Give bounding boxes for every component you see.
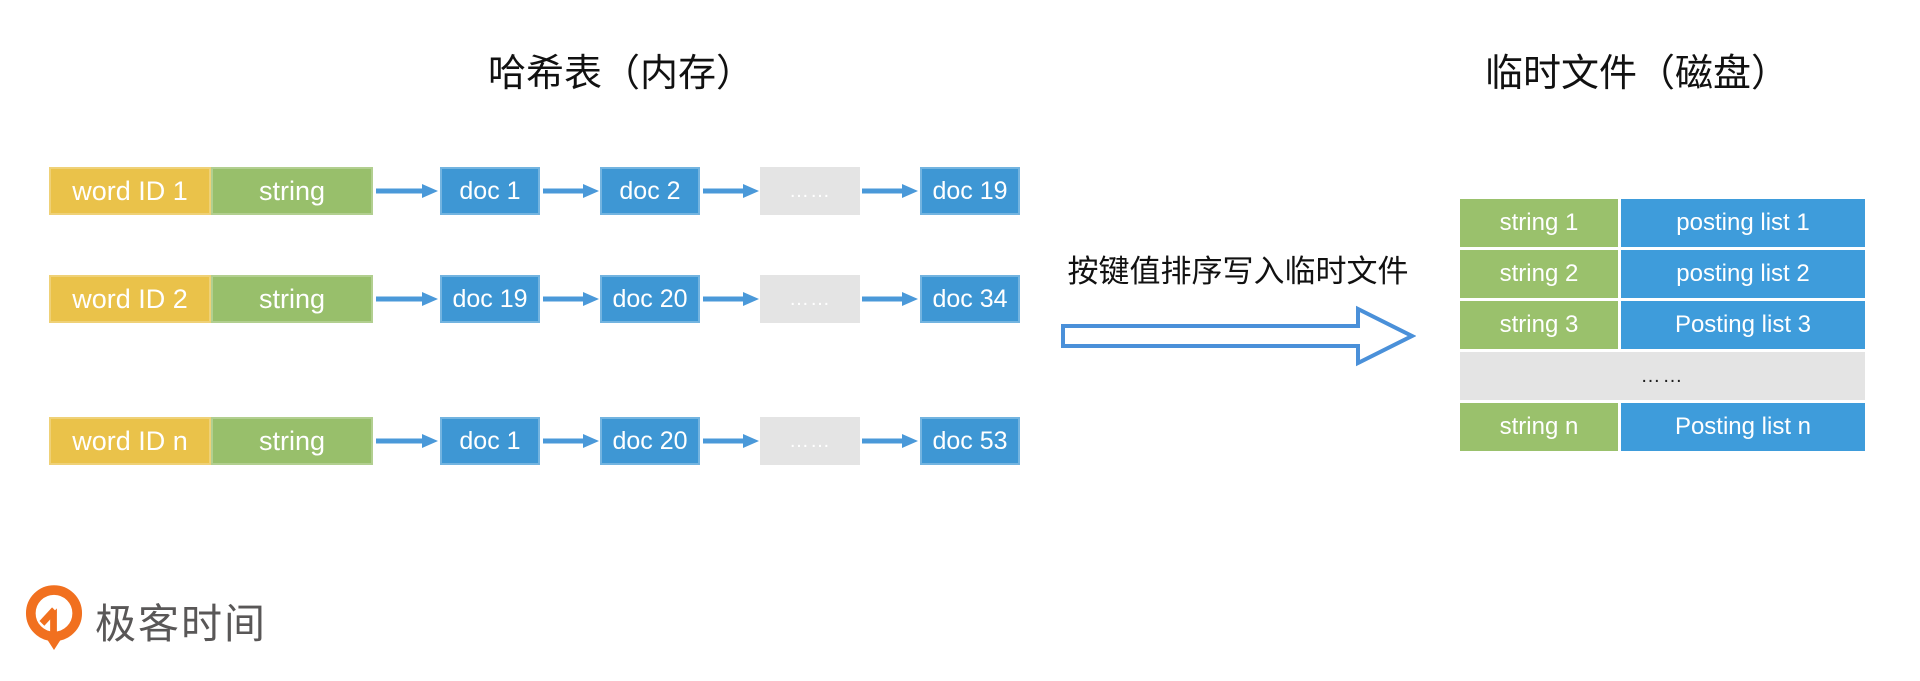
word-id-cell: word ID n: [49, 417, 211, 465]
temp-file-ellipsis-row: ……: [1460, 352, 1865, 400]
string-cell: string: [211, 417, 373, 465]
temp-file-row: string 3 Posting list 3: [1460, 301, 1865, 349]
posting-list-cell: Posting list 3: [1621, 301, 1865, 349]
string-key-cell: string 1: [1460, 199, 1618, 247]
string-key-cell: string n: [1460, 403, 1618, 451]
link-arrow-icon: [376, 434, 438, 448]
geektime-logo: 极客时间: [25, 584, 267, 656]
ellipsis-cell: ……: [1460, 352, 1865, 400]
doc-node: doc 2: [600, 167, 700, 215]
link-arrow-icon: [862, 184, 918, 198]
hash-table-row: word ID 2 string doc 19 doc 20 …… doc 34: [0, 275, 1040, 323]
word-id-cell: word ID 1: [49, 167, 211, 215]
string-key-cell: string 3: [1460, 301, 1618, 349]
geektime-pin-icon: [25, 585, 83, 650]
temp-file-title: 临时文件（磁盘）: [1485, 53, 1790, 95]
posting-list-cell: Posting list n: [1621, 403, 1865, 451]
doc-node: doc 20: [600, 417, 700, 465]
link-arrow-icon: [703, 184, 759, 198]
string-cell: string: [211, 167, 373, 215]
geektime-logo-text: 极客时间: [95, 601, 267, 647]
doc-node: doc 53: [920, 417, 1020, 465]
ellipsis-node: ……: [760, 167, 860, 215]
link-arrow-icon: [862, 292, 918, 306]
ellipsis-node: ……: [760, 275, 860, 323]
doc-node: doc 20: [600, 275, 700, 323]
doc-node: doc 1: [440, 167, 540, 215]
temp-file-row: string 2 posting list 2: [1460, 250, 1865, 298]
temp-file-row: string 1 posting list 1: [1460, 199, 1865, 247]
temp-file-row: string n Posting list n: [1460, 403, 1865, 451]
link-arrow-icon: [543, 434, 599, 448]
hash-table-row: word ID n string doc 1 doc 20 …… doc 53: [0, 417, 1040, 465]
posting-list-cell: posting list 2: [1621, 250, 1865, 298]
posting-list-cell: posting list 1: [1621, 199, 1865, 247]
flow-arrow-icon: [1061, 305, 1416, 367]
link-arrow-icon: [703, 292, 759, 306]
temp-file-table: string 1 posting list 1 string 2 posting…: [1460, 199, 1865, 454]
ellipsis-node: ……: [760, 417, 860, 465]
link-arrow-icon: [376, 292, 438, 306]
link-arrow-icon: [376, 184, 438, 198]
link-arrow-icon: [703, 434, 759, 448]
doc-node: doc 19: [920, 167, 1020, 215]
doc-node: doc 1: [440, 417, 540, 465]
word-id-cell: word ID 2: [49, 275, 211, 323]
doc-node: doc 19: [440, 275, 540, 323]
string-key-cell: string 2: [1460, 250, 1618, 298]
link-arrow-icon: [543, 292, 599, 306]
string-cell: string: [211, 275, 373, 323]
doc-node: doc 34: [920, 275, 1020, 323]
sort-write-caption: 按键值排序写入临时文件: [1067, 254, 1409, 289]
hash-table-row: word ID 1 string doc 1 doc 2 …… doc 19: [0, 167, 1040, 215]
hash-table-title: 哈希表（内存）: [487, 53, 754, 95]
link-arrow-icon: [862, 434, 918, 448]
link-arrow-icon: [543, 184, 599, 198]
